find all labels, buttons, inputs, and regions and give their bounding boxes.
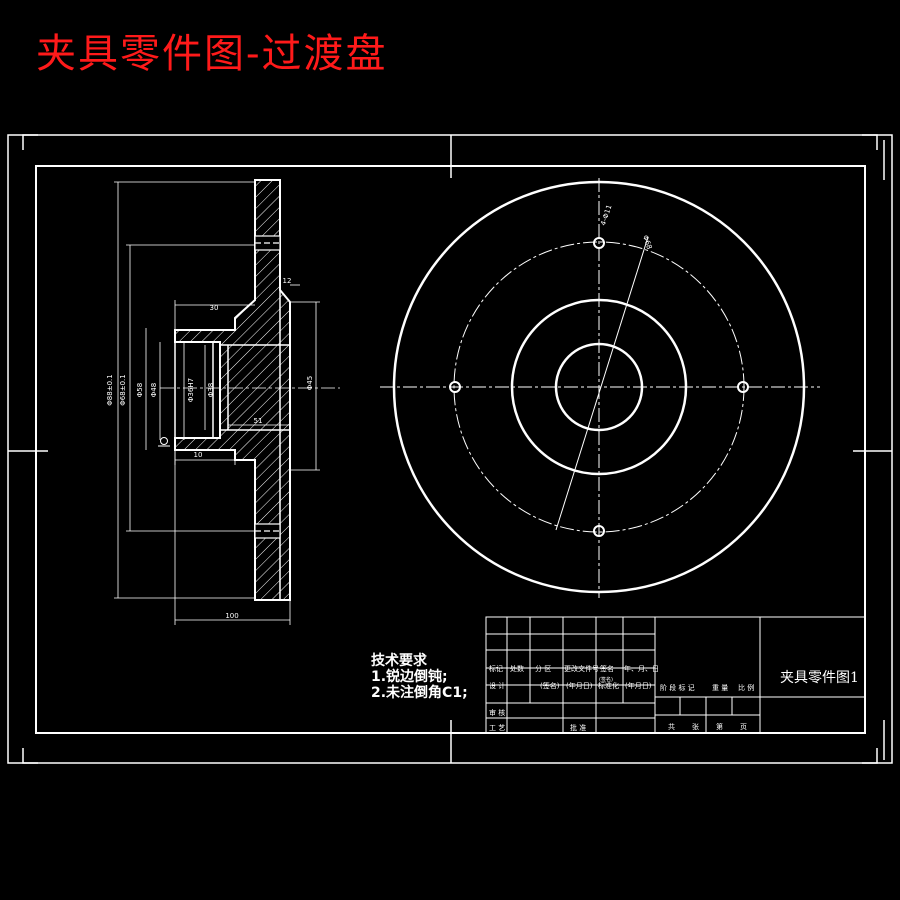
hole-callout: 4-Φ11 [599,204,613,227]
dim-d2: Φ68±0.1 [119,374,127,405]
design-date: (年月日) [566,681,593,690]
standard-date: (年月日) [625,681,652,690]
stage-mark-label: 阶 段 标 记 [660,683,695,692]
tech-req-heading: 技术要求 [371,652,428,669]
page-title: 夹具零件图-过渡盘 [36,31,388,77]
technical-requirements: 技术要求 1.锐边倒钝; 2.未注倒角C1; [371,652,468,701]
dimension-labels: Φ88±0.1 Φ68±0.1 Φ58 Φ36H7 Φ38 Φ48 Φ45 30… [106,277,314,620]
trim-corner-marks [22,134,885,764]
col-label-1: 标记 [489,664,503,673]
sheet-no-label: 第 [716,722,723,731]
dim-d6: Φ48 [150,383,158,397]
approve-label: 批 准 [570,723,586,732]
pcd-callout: Φ68 [641,234,653,250]
dim-d5: Φ38 [207,383,215,397]
process-label: 工 艺 [489,724,505,732]
scale-label: 比 例 [738,683,754,692]
dim-t1: 12 [283,277,292,285]
weight-label: 重 量 [712,684,728,692]
sheet-total-label: 共 [668,722,675,731]
dim-w1: 30 [210,304,219,312]
col-label-5: 签名 [600,664,614,673]
tech-req-item-1: 1.锐边倒钝; [371,668,448,685]
counterbore-top [254,235,281,251]
design-sign: (签名) [540,681,560,690]
design-label: 设 计 [489,681,505,690]
section-view: Φ88±0.1 Φ68±0.1 Φ58 Φ36H7 Φ38 Φ48 Φ45 30… [106,179,340,625]
dim-w2: 10 [194,451,203,459]
col-label-2: 处数 [510,664,524,673]
inner-frame [35,165,866,734]
counterbore-bottom [254,523,281,539]
centering-marks [8,135,892,763]
dim-w5: 100 [225,612,238,620]
leader-line [555,236,649,531]
datum-symbol [158,437,170,447]
drawing-name: 夹具零件图1 [780,670,859,686]
standard-sign: (签名) [599,676,613,683]
standard-label: 标准化 [598,681,619,690]
dim-d7: Φ45 [306,376,314,390]
review-label: 审 核 [489,708,505,717]
title-block: 标记 处数 分 区 更改文件号 签名 年、月、日 设 计 (签名) (年月日) … [485,616,866,734]
col-label-6: 年、月、日 [624,664,659,673]
page-label: 页 [740,723,747,731]
col-label-3: 分 区 [535,664,551,673]
dim-d1: Φ88±0.1 [106,374,114,405]
bolt-holes [449,237,749,537]
dimension-lines [114,181,320,625]
dim-d3: Φ58 [136,383,144,397]
front-view: 4-Φ11 Φ68 [380,178,820,598]
col-label-4: 更改文件号 [564,664,599,673]
outer-frame [7,134,893,764]
tech-req-item-2: 2.未注倒角C1; [371,684,468,701]
section-hatch [174,179,291,601]
dim-d4: Φ36H7 [187,378,195,402]
dim-w4: 51 [254,417,263,425]
sheet-unit-label: 张 [692,722,699,731]
